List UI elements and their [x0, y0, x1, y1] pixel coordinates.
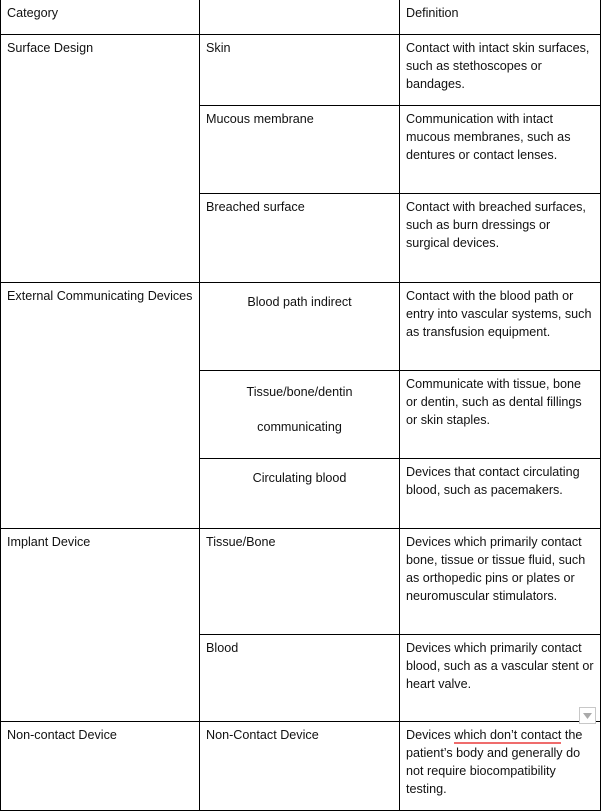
definition-text-after: the patient’s body and generally do not … [406, 728, 583, 796]
cell-subcategory-blood: Blood [199, 634, 400, 722]
table-row: Breached surface Contact with breached s… [1, 193, 601, 283]
cell-category-implant-device: Implant Device [0, 528, 200, 722]
cell-subcategory-skin: Skin [199, 34, 400, 106]
table-row: External Communicating Devices Blood pat… [0, 282, 601, 529]
cell-subcategory-mucous-membrane: Mucous membrane [199, 105, 400, 194]
cell-subcategory-circulating-blood: Circulating blood [199, 458, 400, 529]
cell-category-non-contact-device: Non-contact Device [0, 721, 200, 811]
cell-definition-blood-path-indirect: Contact with the blood path or entry int… [399, 282, 601, 371]
definition-text-before: Devices [406, 728, 455, 742]
cell-category-surface-design: Surface Design [0, 34, 200, 283]
cell-subcategory-tissue-bone: Tissue/Bone [199, 528, 400, 635]
table-row: Circulating blood Devices that contact c… [1, 458, 601, 529]
table-row: Tissue/bone/dentin communicating Communi… [1, 370, 601, 459]
cell-definition-circulating-blood: Devices that contact circulating blood, … [399, 458, 601, 529]
cell-definition-blood: Devices which primarily contact blood, s… [399, 634, 601, 722]
cell-subcategory-tissue-bone-dentin-communicating: Tissue/bone/dentin communicating [199, 370, 400, 459]
table-row: Surface Design Skin Contact with intact … [0, 34, 601, 283]
table-row: Mucous membrane Communication with intac… [1, 105, 601, 194]
cell-subcategory-blood-path-indirect: Blood path indirect [199, 282, 400, 371]
cell-definition-skin: Contact with intact skin surfaces, such … [399, 34, 601, 106]
cell-category-external-communicating-devices: External Communicating Devices [0, 282, 200, 529]
header-cell-category: Category [0, 0, 200, 35]
cell-definition-tissue-bone-dentin-communicating: Communicate with tissue, bone or dentin,… [399, 370, 601, 459]
header-cell-definition: Definition [399, 0, 601, 35]
spellcheck-misspelled-text[interactable]: which don’t contact [454, 728, 562, 744]
chevron-down-icon[interactable] [579, 707, 596, 724]
table-row: Non-contact Device Non-Contact Device De… [0, 721, 601, 811]
cell-definition-breached-surface: Contact with breached surfaces, such as … [399, 193, 601, 283]
cell-subcategory-breached-surface: Breached surface [199, 193, 400, 283]
cell-definition-tissue-bone: Devices which primarily contact bone, ti… [399, 528, 601, 635]
cell-subcategory-non-contact-device: Non-Contact Device [199, 721, 400, 811]
cell-definition-mucous-membrane: Communication with intact mucous membran… [399, 105, 601, 194]
table-header-row: Category Definition [0, 0, 601, 35]
header-cell-subcategory [199, 0, 400, 35]
cell-definition-non-contact-device: Devices which don’t contact the patient’… [399, 721, 601, 811]
table-row: Implant Device Tissue/Bone Devices which… [0, 528, 601, 722]
table-row: Blood Devices which primarily contact bl… [1, 634, 601, 722]
